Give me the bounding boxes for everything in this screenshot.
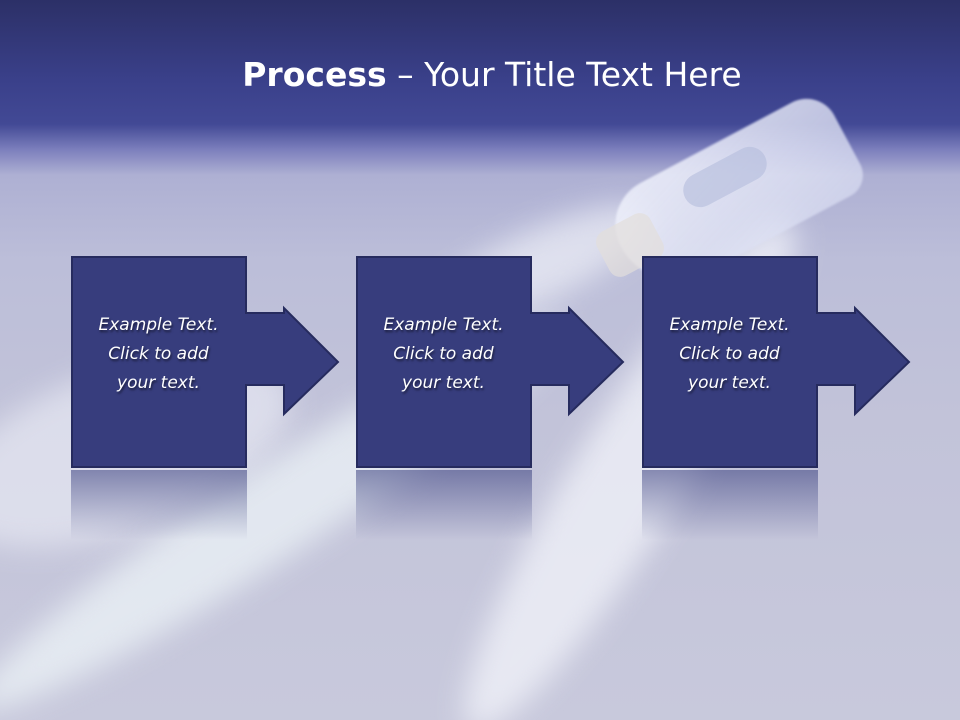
step-1-line-3: your text.: [117, 373, 200, 393]
step-2-line-1: Example Text.: [383, 315, 504, 335]
step-2-text[interactable]: Example Text. Click to add your text.: [356, 311, 531, 398]
step-2-line-2: Click to add: [393, 344, 494, 364]
slide-title[interactable]: Process – Your Title Text Here: [0, 50, 960, 100]
arrow-callout-icon: [71, 256, 340, 468]
process-step-1[interactable]: Example Text. Click to add your text.: [71, 256, 341, 468]
step-2-reflection: [356, 470, 532, 540]
arrow-callout-icon: [356, 256, 625, 468]
step-3-line-2: Click to add: [679, 344, 780, 364]
step-3-reflection: [642, 470, 818, 540]
step-1-reflection: [71, 470, 247, 540]
step-1-line-2: Click to add: [108, 344, 209, 364]
step-1-text[interactable]: Example Text. Click to add your text.: [71, 311, 246, 398]
title-rest: – Your Title Text Here: [386, 55, 742, 94]
step-3-text[interactable]: Example Text. Click to add your text.: [642, 311, 817, 398]
process-step-2[interactable]: Example Text. Click to add your text.: [356, 256, 626, 468]
title-bold: Process: [242, 55, 387, 94]
step-3-line-3: your text.: [688, 373, 771, 393]
step-1-line-1: Example Text.: [98, 315, 219, 335]
arrow-callout-icon: [642, 256, 911, 468]
process-step-3[interactable]: Example Text. Click to add your text.: [642, 256, 912, 468]
step-3-line-1: Example Text.: [669, 315, 790, 335]
step-2-line-3: your text.: [402, 373, 485, 393]
